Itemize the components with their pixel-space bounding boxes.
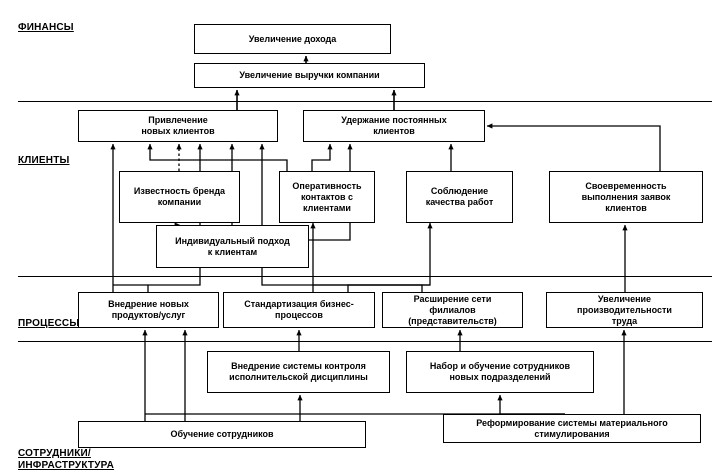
node-standardization[interactable]: Стандартизация бизнес- процессов [223, 292, 375, 328]
divider-clients [18, 276, 712, 277]
node-brand-awareness[interactable]: Известность бренда компании [119, 171, 240, 223]
perspective-label-processes: ПРОЦЕССЫ [18, 318, 80, 329]
node-productivity[interactable]: Увеличение производительности труда [546, 292, 703, 328]
edge-standard-to-quality [347, 222, 433, 292]
node-new-products[interactable]: Внедрение новых продуктов/услуг [78, 292, 219, 328]
node-revenue-growth[interactable]: Увеличение дохода [194, 24, 391, 54]
node-attract-clients[interactable]: Привлечение новых клиентов [78, 110, 278, 142]
edge-contact-to-retain [311, 143, 333, 171]
edge-timely-to-retain [486, 123, 661, 171]
node-work-quality[interactable]: Соблюдение качества работ [406, 171, 513, 223]
perspective-label-clients: КЛИЕНТЫ [18, 155, 70, 166]
node-retain-clients[interactable]: Удержание постоянных клиентов [303, 110, 485, 142]
node-staff-training[interactable]: Обучение сотрудников [78, 421, 366, 448]
node-branch-network[interactable]: Расширение сети филиалов (представительс… [382, 292, 523, 328]
divider-finance [18, 101, 712, 102]
node-company-revenue[interactable]: Увеличение выручки компании [194, 63, 425, 88]
node-individual-approach[interactable]: Индивидуальный подход к клиентам [156, 225, 309, 268]
perspective-label-staff: СОТРУДНИКИ/ ИНФРАСТРУКТУРА [18, 448, 115, 471]
edge-contact-to-attract [147, 143, 288, 171]
node-timely-orders[interactable]: Своевременность выполнения заявок клиент… [549, 171, 703, 223]
perspective-label-finance: ФИНАНСЫ [18, 22, 74, 33]
node-hire-train[interactable]: Набор и обучение сотрудников новых подра… [406, 351, 594, 393]
node-discipline-control[interactable]: Внедрение системы контроля исполнительск… [207, 351, 390, 393]
divider-processes [18, 341, 712, 342]
node-contact-efficiency[interactable]: Оперативность контактов с клиентами [279, 171, 375, 223]
node-incentive-reform[interactable]: Реформирование системы материального сти… [443, 414, 701, 443]
